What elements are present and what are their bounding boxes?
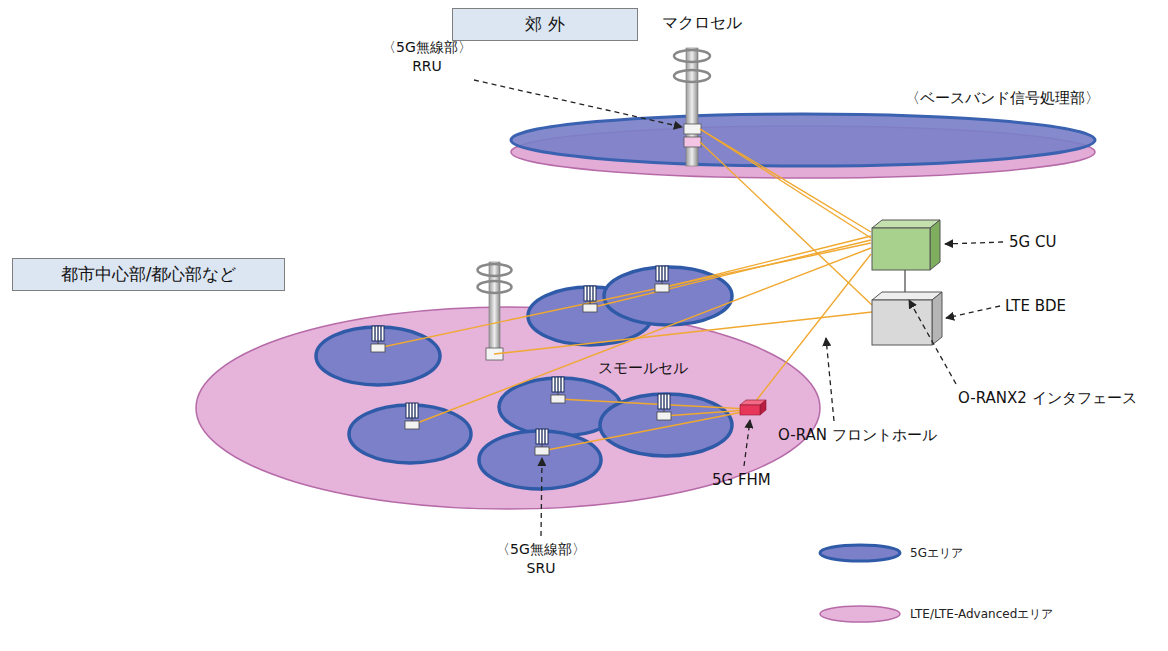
legend-label: 5Gエリア [910, 545, 963, 562]
legend-label: LTE/LTE-Advancedエリア [910, 606, 1053, 623]
urban-area [196, 307, 820, 509]
bde-cube [872, 292, 942, 345]
macro-tower [674, 48, 710, 166]
unit-label: LTE BDE [1005, 296, 1066, 316]
unit-label: 5G CU [1009, 232, 1056, 252]
area-label: 郊 外 [525, 13, 564, 36]
area-label: 都市中心部/都心部など [61, 263, 237, 286]
fronthaul-lines [378, 129, 872, 451]
area-label-box: 都市中心部/都心部など [12, 258, 285, 291]
interface-label: O-RAN フロントホール [778, 425, 937, 445]
area-label-box: 郊 外 [452, 8, 638, 41]
cu-cube [872, 220, 940, 270]
leader-arrows [474, 80, 1003, 536]
macro-area [511, 114, 1095, 178]
cell-type-label: スモールセル [598, 358, 688, 378]
interface-label: O-RANX2 インタフェース [958, 388, 1137, 408]
unit-label: 〈5G無線部〉 SRU [492, 540, 590, 578]
section-label: 〈ベースバンド信号処理部〉 [905, 88, 1100, 108]
legend-sample [820, 545, 900, 622]
unit-label: 〈5G無線部〉 RRU [378, 38, 476, 76]
unit-label: 5G FHM [712, 470, 771, 490]
small-cells [316, 267, 732, 489]
urban-tower [478, 262, 512, 360]
fhm-unit [740, 400, 766, 415]
cell-type-label: マクロセル [662, 12, 742, 34]
